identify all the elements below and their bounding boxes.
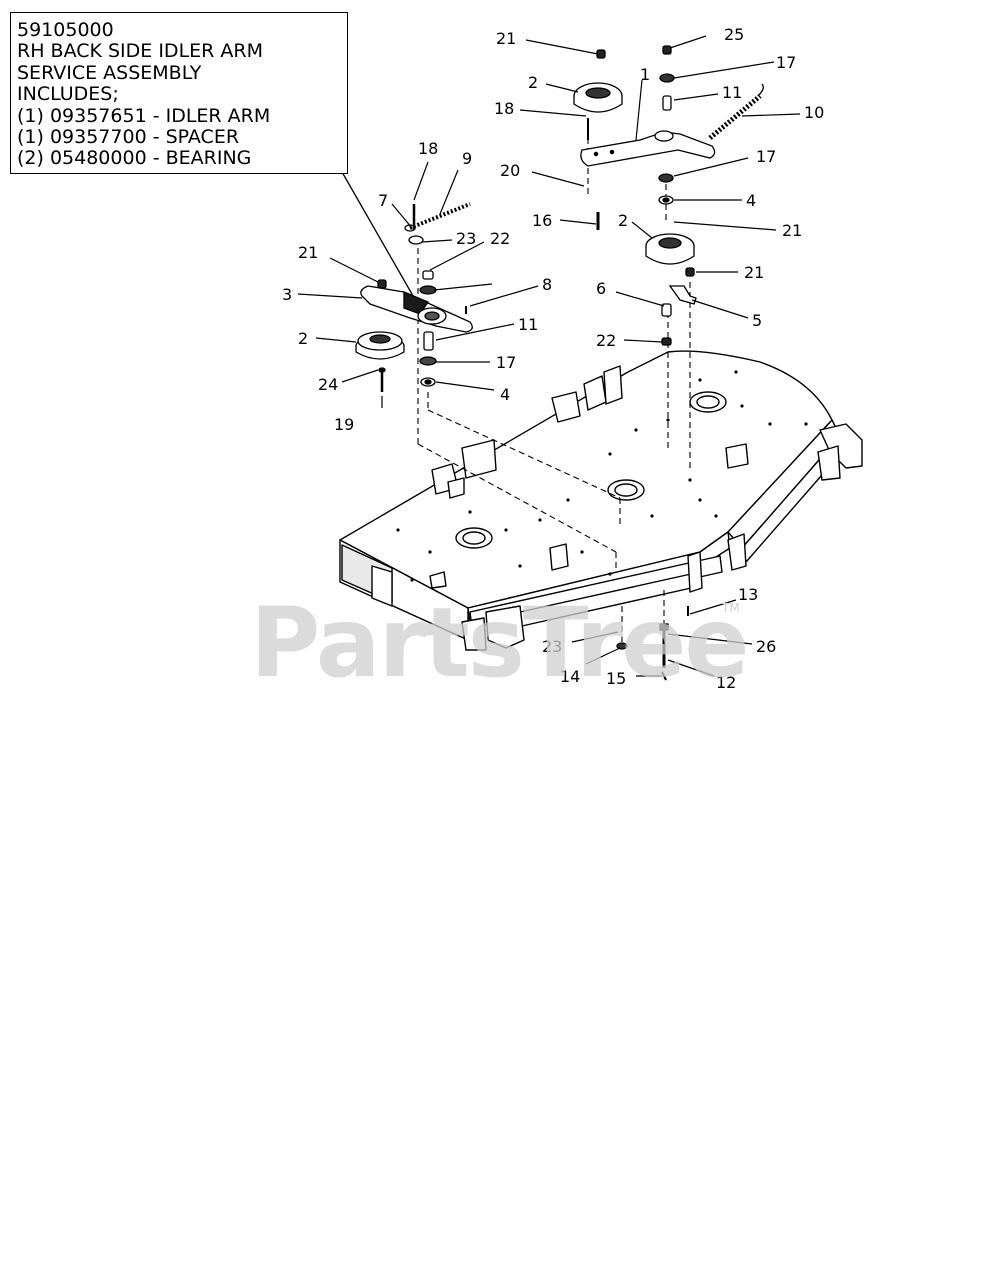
callout-25: 25 bbox=[724, 25, 744, 44]
bottom-hardware bbox=[616, 606, 689, 681]
callout-2: 2 bbox=[618, 211, 628, 230]
callout-9: 9 bbox=[462, 149, 472, 168]
callout-leaders bbox=[297, 35, 801, 677]
callout-24: 24 bbox=[318, 375, 338, 394]
callout-6: 6 bbox=[596, 279, 606, 298]
callout-22: 22 bbox=[490, 229, 510, 248]
callout-3: 3 bbox=[282, 285, 292, 304]
assembly-name-line-1: RH BACK SIDE IDLER ARM bbox=[17, 40, 263, 63]
callout-20: 20 bbox=[500, 161, 520, 180]
callout-1: 1 bbox=[640, 65, 650, 84]
callout-17: 17 bbox=[756, 147, 776, 166]
callout-23: 23 bbox=[456, 229, 476, 248]
assembly-name-line-2: SERVICE ASSEMBLY bbox=[17, 61, 202, 84]
callout-8: 8 bbox=[542, 275, 552, 294]
callout-11: 11 bbox=[518, 315, 538, 334]
callout-21: 21 bbox=[744, 263, 764, 282]
included-part-idler-arm: (1) 09357651 - IDLER ARM bbox=[17, 104, 271, 127]
callout-15: 15 bbox=[606, 669, 626, 688]
watermark-logo: PartsTree bbox=[250, 587, 747, 699]
right-idler-assembly bbox=[573, 45, 764, 346]
callout-10: 10 bbox=[804, 103, 824, 122]
callout-21: 21 bbox=[782, 221, 802, 240]
mower-deck bbox=[339, 350, 863, 651]
callout-4: 4 bbox=[500, 385, 510, 404]
included-part-bearing: (2) 05480000 - BEARING bbox=[17, 147, 252, 170]
callout-17: 17 bbox=[776, 53, 796, 72]
callout-4: 4 bbox=[746, 191, 756, 210]
callout-2: 2 bbox=[528, 73, 538, 92]
part-number: 59105000 bbox=[17, 19, 114, 41]
callout-14: 14 bbox=[560, 667, 580, 686]
left-idler-assembly bbox=[355, 202, 473, 392]
callout-18: 18 bbox=[418, 139, 438, 158]
callout-13: 13 bbox=[738, 585, 758, 604]
callout-21: 21 bbox=[496, 29, 516, 48]
callout-12: 12 bbox=[716, 673, 736, 692]
includes-label: INCLUDES; bbox=[17, 83, 119, 106]
callout-16: 16 bbox=[532, 211, 552, 230]
included-part-spacer: (1) 09357700 - SPACER bbox=[17, 126, 240, 149]
watermark-tm: TM bbox=[721, 601, 740, 615]
callout-22: 22 bbox=[596, 331, 616, 350]
assembly-info-box: 59105000 RH BACK SIDE IDLER ARM SERVICE … bbox=[10, 12, 348, 174]
callout-11: 11 bbox=[722, 83, 742, 102]
callout-23: 23 bbox=[542, 637, 562, 656]
callout-5: 5 bbox=[752, 311, 762, 330]
callout-7: 7 bbox=[378, 191, 388, 210]
callout-21: 21 bbox=[298, 243, 318, 262]
callout-labels: 21 25 17 2 1 11 18 10 17 20 4 16 2 21 21… bbox=[282, 25, 824, 692]
deck-holes bbox=[396, 370, 808, 582]
callout-17: 17 bbox=[496, 353, 516, 372]
callout-2: 2 bbox=[298, 329, 308, 348]
callout-18: 18 bbox=[494, 99, 514, 118]
callout-26: 26 bbox=[756, 637, 776, 656]
callout-19: 19 bbox=[334, 415, 354, 434]
